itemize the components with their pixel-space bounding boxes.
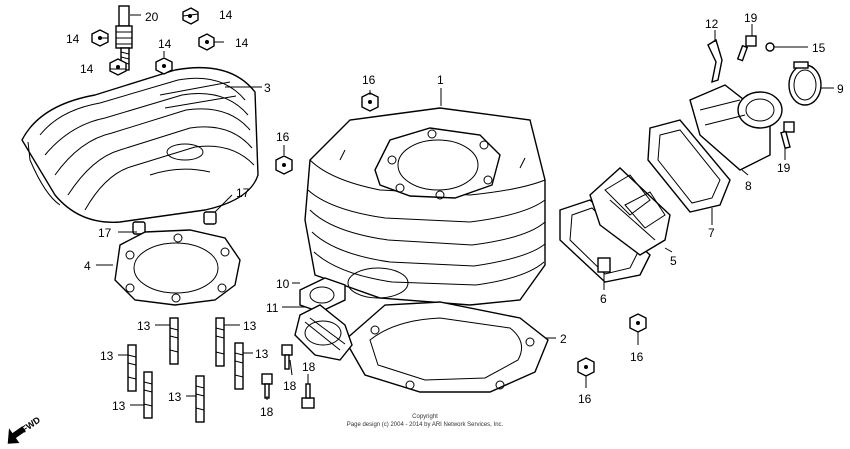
callout-9: 9 [837, 82, 844, 96]
flange-bolt [261, 373, 273, 399]
stud-bolt [195, 375, 205, 423]
callout-13: 13 [168, 390, 182, 404]
callout-16: 16 [276, 130, 290, 144]
cylinder-nut [361, 92, 379, 112]
cylinder-nut [629, 313, 647, 333]
callout-16: 16 [630, 350, 644, 364]
callout-18: 18 [283, 379, 297, 393]
dowel-pin [203, 211, 217, 225]
callout-12: 12 [705, 17, 719, 31]
callout-11: 11 [266, 301, 279, 315]
callout-19: 19 [744, 11, 758, 25]
head-nut [155, 57, 173, 75]
callout-20: 20 [145, 10, 159, 24]
flange-bolt [281, 344, 293, 370]
callout-19: 19 [777, 161, 791, 175]
callout-13: 13 [255, 347, 269, 361]
copyright-line1: Copyright [412, 414, 438, 420]
callout-numbers: 20 14 14 14 14 14 3 1 16 16 17 17 4 10 1… [66, 8, 844, 419]
cylinder-nut [577, 357, 595, 377]
cylinder-head [21, 66, 259, 223]
copyright-notice: Copyright Page design (c) 2004 - 2014 by… [347, 414, 504, 428]
reed-gasket [559, 199, 651, 283]
callout-14: 14 [80, 62, 94, 76]
carburetor-joint [689, 84, 783, 171]
stud-bolt [234, 342, 244, 390]
fwd-label: FWD [20, 414, 43, 434]
fwd-arrow-icon [7, 426, 26, 444]
callout-5: 5 [670, 254, 677, 268]
callout-7: 7 [708, 226, 715, 240]
callout-16: 16 [362, 73, 376, 87]
head-nut [182, 7, 199, 25]
callout-13: 13 [243, 319, 257, 333]
callout-18: 18 [302, 360, 316, 374]
clamp-screw [765, 42, 790, 52]
stud-bolt [215, 317, 225, 367]
reed-valve [589, 167, 671, 273]
stud-bolt [143, 371, 153, 419]
hose-clamp [788, 61, 822, 106]
intake-gasket-inner [647, 119, 731, 213]
dowel-pin [132, 221, 146, 235]
callout-16: 16 [578, 392, 592, 406]
head-nut [198, 33, 215, 51]
callout-3: 3 [264, 81, 271, 95]
callout-17: 17 [98, 226, 112, 240]
intake-gasket [299, 277, 346, 313]
callout-10: 10 [276, 277, 290, 291]
fwd-indicator: FWD [7, 414, 43, 444]
spark-plug [115, 5, 133, 71]
intake-pipe [294, 304, 353, 361]
callout-14: 14 [158, 37, 172, 51]
callout-14: 14 [66, 32, 80, 46]
cylinder-nut [275, 155, 293, 175]
callout-1: 1 [437, 73, 444, 87]
callout-17: 17 [236, 186, 250, 200]
cylinder [304, 107, 546, 306]
stud-bolt [127, 344, 137, 392]
leader-lines [96, 13, 834, 406]
head-nut [109, 58, 127, 76]
callout-8: 8 [745, 179, 752, 193]
wire-clip [707, 38, 723, 84]
callout-13: 13 [137, 319, 151, 333]
callout-13: 13 [112, 399, 126, 413]
copyright-line2: Page design (c) 2004 - 2014 by ARI Netwo… [347, 422, 504, 428]
base-gasket [344, 301, 549, 393]
callout-14: 14 [235, 36, 249, 50]
flange-bolt [301, 383, 315, 409]
callout-18: 18 [260, 405, 274, 419]
stud-bolt [169, 317, 179, 365]
joint-bolt [736, 35, 757, 62]
callout-14: 14 [219, 8, 233, 22]
head-gasket [114, 229, 241, 306]
callout-2: 2 [560, 332, 567, 346]
callout-6: 6 [600, 292, 607, 306]
joint-bolt [780, 121, 795, 150]
callout-4: 4 [84, 259, 91, 273]
callout-15: 15 [812, 41, 826, 55]
callout-13: 13 [100, 349, 114, 363]
